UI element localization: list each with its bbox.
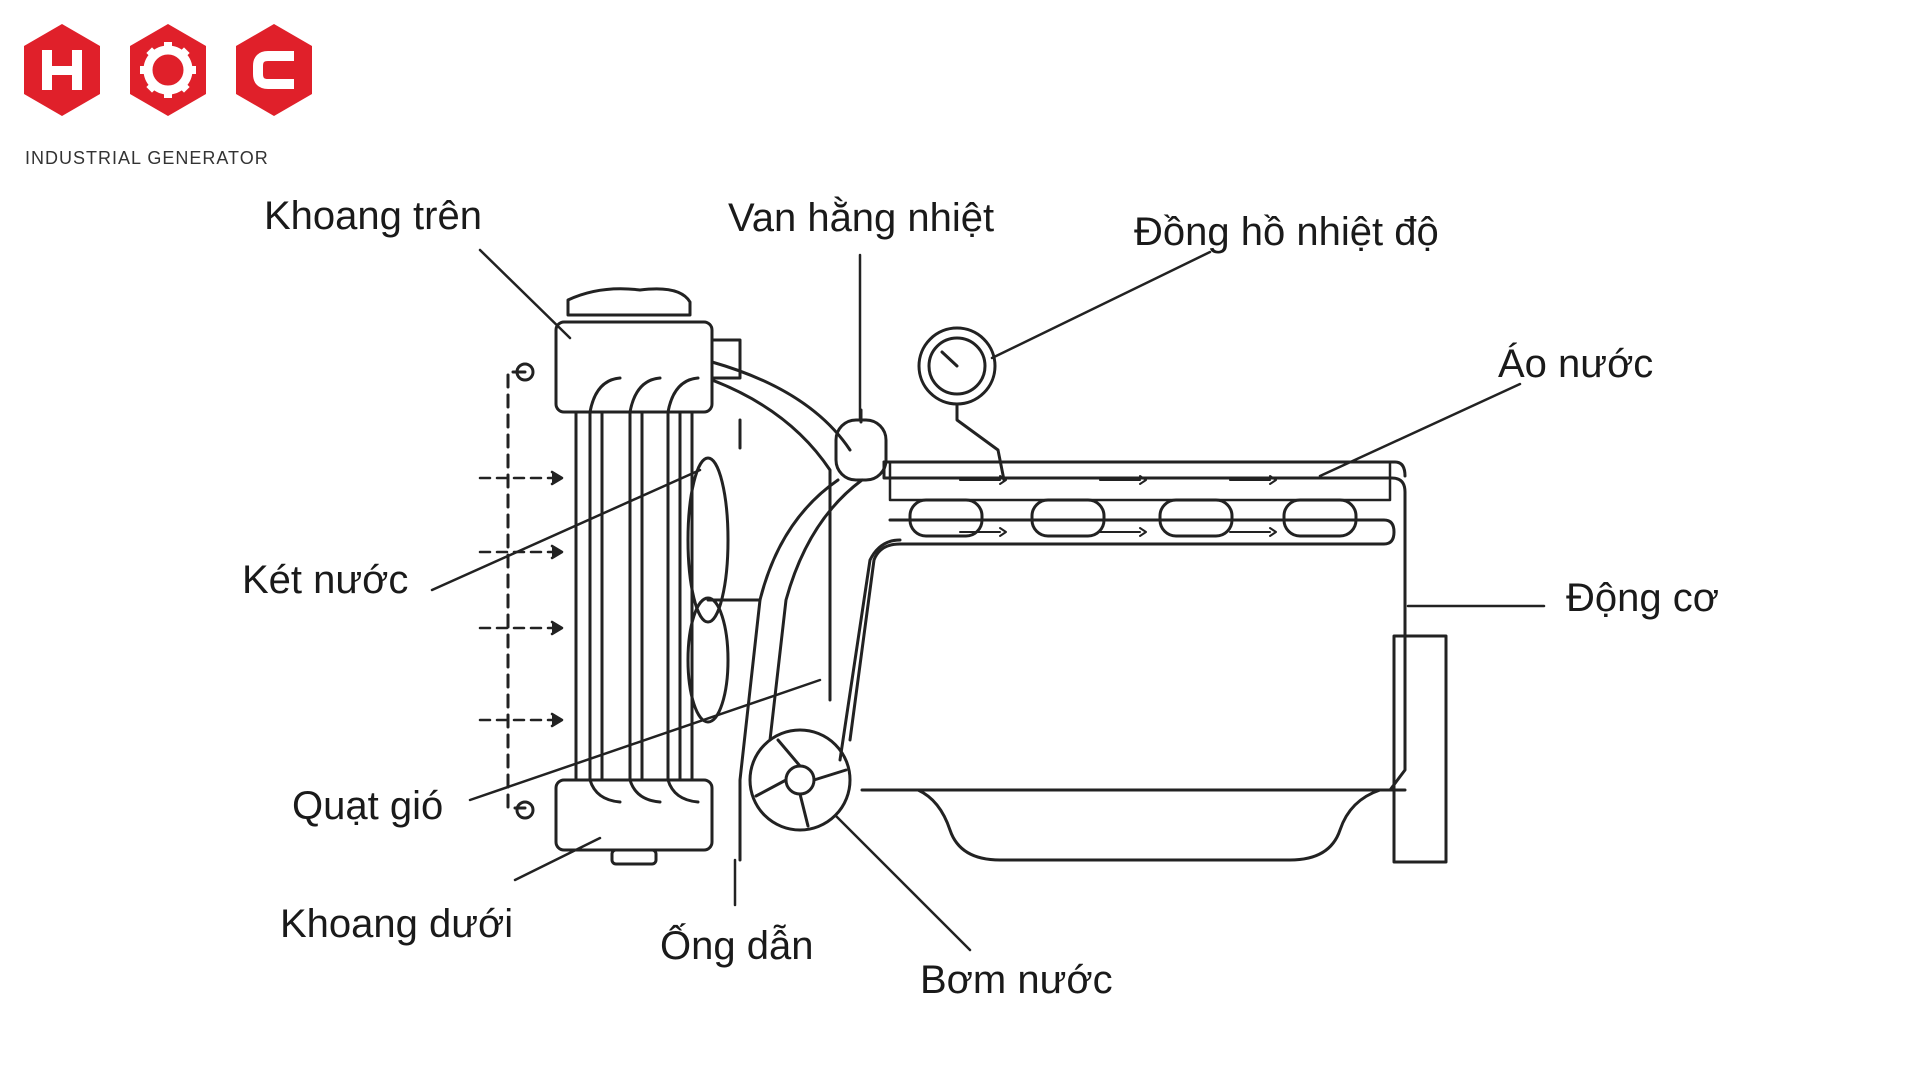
radiator-core [574, 376, 700, 804]
frame-bolt-bottom [515, 800, 535, 820]
logo-hexagons [24, 24, 312, 116]
label-quat-gio: Quạt gió [292, 784, 444, 828]
frame-bolt-top [515, 362, 535, 382]
logo-hex-q [130, 24, 206, 116]
logo-hex-c [236, 24, 312, 116]
bottom-tank [554, 778, 714, 866]
label-dong-ho-nhiet-do: Đồng hồ nhiệt độ [1134, 210, 1439, 254]
top-tank [554, 287, 742, 450]
logo-subtitle: INDUSTRIAL GENERATOR [25, 148, 269, 168]
pipe-inner [768, 478, 864, 742]
coolant-flow-arrows [959, 475, 1277, 537]
label-khoang-duoi: Khoang dưới [280, 902, 514, 946]
radiator-frame [506, 370, 527, 810]
upper-hose [710, 360, 852, 452]
leader-lines [430, 248, 1546, 952]
label-khoang-tren: Khoang trên [264, 194, 482, 238]
fan [686, 456, 762, 724]
airflow-arrows [478, 470, 564, 728]
label-van-hang-nhiet: Van hằng nhiệt [728, 196, 995, 240]
temperature-gauge [917, 326, 1006, 482]
label-ket-nuoc: Két nước [242, 558, 409, 602]
label-bom-nuoc: Bơm nước [920, 958, 1113, 1002]
engine-block [848, 460, 1448, 864]
pipe [738, 478, 840, 862]
water-pump [748, 538, 902, 832]
hqc-logo: INDUSTRIAL GENERATOR [22, 22, 342, 172]
label-dong-co: Động cơ [1566, 576, 1719, 620]
label-ong-dan: Ống dẫn [660, 924, 814, 968]
label-ao-nuoc: Áo nước [1498, 342, 1654, 386]
fan-shroud [710, 378, 832, 702]
